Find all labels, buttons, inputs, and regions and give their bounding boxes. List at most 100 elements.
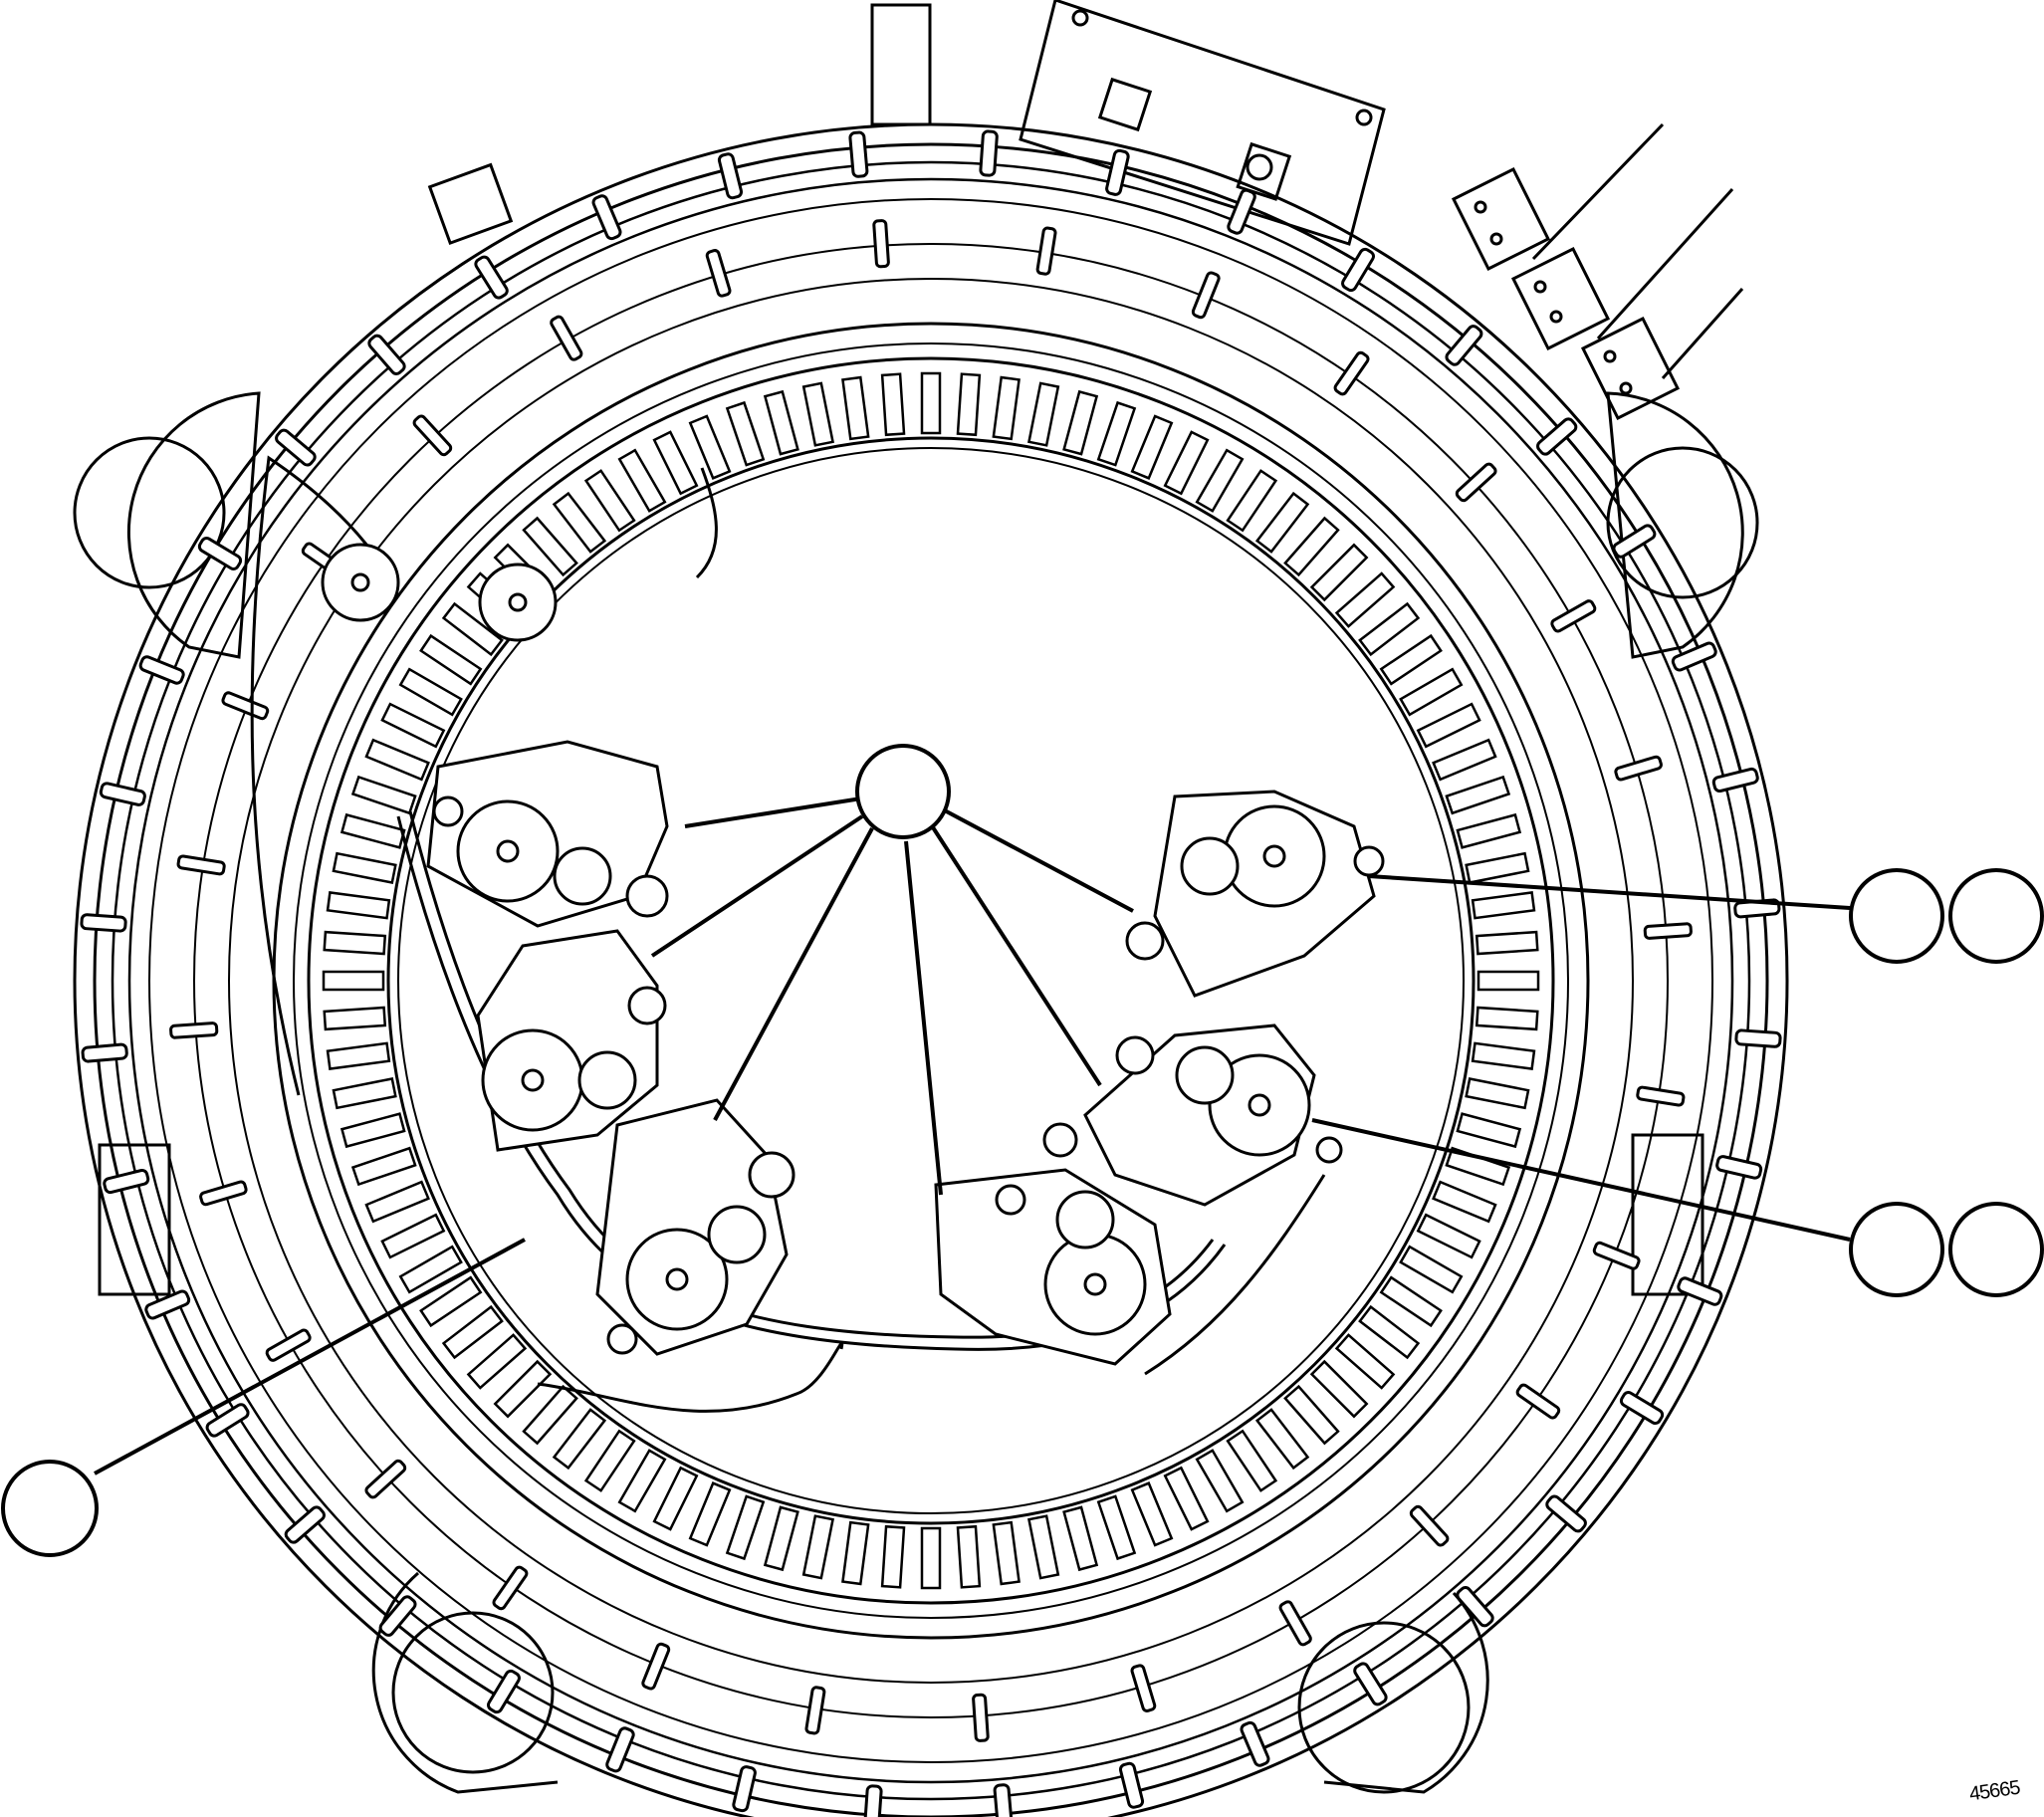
inner-harness-clip xyxy=(169,1022,219,1039)
harness-clip xyxy=(1240,1720,1270,1767)
inner-harness-clip xyxy=(1130,1664,1157,1712)
stator-tooth xyxy=(1475,1006,1539,1031)
harness-clip xyxy=(717,152,744,200)
harness-clip xyxy=(979,129,999,177)
stator-tooth xyxy=(583,1429,636,1492)
inner-harness-clip xyxy=(872,219,890,269)
mount-hole-upper-left xyxy=(73,436,226,589)
stator-tooth xyxy=(1399,667,1464,717)
stator-tooth xyxy=(1226,1429,1278,1492)
stator-tooth xyxy=(992,375,1021,441)
stator-tooth xyxy=(1163,1466,1210,1531)
stator-tooth xyxy=(493,1359,553,1419)
stator-tooth xyxy=(1283,516,1340,577)
callout-right-lower-a xyxy=(1849,1202,1944,1297)
inner-harness-clip xyxy=(1191,271,1221,320)
stator-tooth xyxy=(380,1213,446,1259)
harness-clip xyxy=(474,255,509,300)
stator-tooth xyxy=(956,1524,982,1589)
stator-tooth xyxy=(1456,1112,1522,1149)
stator-tooth xyxy=(1096,1494,1137,1561)
stator-tooth xyxy=(441,1304,504,1360)
stator-tooth xyxy=(552,1408,607,1471)
harness-clip xyxy=(275,428,317,467)
stator-tooth xyxy=(1130,414,1174,480)
inner-harness-clip xyxy=(804,1686,826,1735)
stator-tooth xyxy=(522,516,578,577)
module-lower-center xyxy=(934,1168,1172,1366)
stator-tooth xyxy=(1226,469,1278,533)
stator-tooth xyxy=(617,448,667,513)
harness-clip xyxy=(197,537,243,570)
stator-tooth xyxy=(552,491,607,554)
harness-clip xyxy=(993,1783,1014,1817)
stator-tooth xyxy=(725,1494,766,1561)
outer-rings xyxy=(73,122,1789,1817)
inner-harness-clip xyxy=(412,414,453,457)
harness-clip xyxy=(138,655,185,685)
stator-tooth xyxy=(841,375,870,441)
stator-tooth xyxy=(322,970,385,992)
harness-clip xyxy=(1671,641,1717,672)
harness-clip xyxy=(144,1289,191,1320)
stator-tooth xyxy=(652,1466,699,1531)
callouts xyxy=(1,744,2044,1557)
leader-lines xyxy=(94,796,1851,1476)
inner-harness-clip xyxy=(1636,1085,1686,1107)
stator-tooth xyxy=(1027,381,1060,447)
inner-harness-clip xyxy=(1515,1383,1561,1420)
stator-tooth xyxy=(326,1041,391,1070)
stator-tooth xyxy=(1358,601,1421,657)
stator-tooth xyxy=(340,1112,406,1149)
stator-tooth xyxy=(1130,1481,1174,1547)
harness-clip xyxy=(863,1784,883,1817)
inner-harness-clip xyxy=(1643,922,1693,940)
harness-clip xyxy=(605,1726,635,1773)
stator-tooth xyxy=(326,891,391,920)
rollers xyxy=(321,543,558,642)
stator-tooth xyxy=(1476,970,1540,992)
stator-tooth xyxy=(617,1449,667,1513)
switch-modules xyxy=(426,740,1385,1366)
callout-hub xyxy=(855,744,951,839)
stator-tooth xyxy=(1283,1384,1340,1446)
harness-clip xyxy=(284,1505,326,1544)
stator-tooth xyxy=(466,1333,528,1390)
harness-clip xyxy=(205,1403,250,1438)
stator-tooth xyxy=(920,371,942,435)
mount-hole-lower-right xyxy=(1297,1621,1471,1794)
stator-tooth xyxy=(340,812,406,849)
stator-tooth xyxy=(1334,571,1396,628)
inner-harness-clip xyxy=(972,1693,990,1742)
stator-tooth xyxy=(364,738,430,782)
harness-clip xyxy=(1734,1028,1782,1048)
stator-tooth xyxy=(1096,400,1137,467)
harness-clip xyxy=(848,130,869,178)
stator-tooth xyxy=(1334,1333,1396,1390)
module-mid-left xyxy=(476,929,667,1152)
inner-harness-clip xyxy=(1592,1241,1641,1270)
harness-clip xyxy=(1711,767,1759,794)
stator-tooth xyxy=(801,381,834,447)
inner-harness-clip xyxy=(199,1180,248,1207)
stator-tooth xyxy=(350,1146,417,1187)
harness-clip xyxy=(1456,1586,1494,1628)
inner-harness-clip xyxy=(1333,350,1370,396)
stator-tooth xyxy=(1358,1304,1421,1360)
harness-clip xyxy=(732,1765,757,1813)
stator-tooth xyxy=(364,1180,430,1224)
stator-tooth xyxy=(1195,448,1245,513)
stator-tooth xyxy=(1475,930,1539,956)
inner-harness-clip xyxy=(265,1328,312,1362)
harness-clip xyxy=(81,1042,128,1063)
harness-clip xyxy=(99,782,146,806)
inner-harness-clip xyxy=(176,854,226,876)
stator-tooth xyxy=(880,1524,906,1589)
inner-harness-clip xyxy=(1614,755,1663,782)
stator-tooth xyxy=(688,1481,732,1547)
stator-tooth xyxy=(1432,738,1497,782)
harness-clip xyxy=(103,1168,150,1195)
inner-harness-clip xyxy=(1409,1504,1450,1547)
stator-tooth xyxy=(398,667,463,717)
